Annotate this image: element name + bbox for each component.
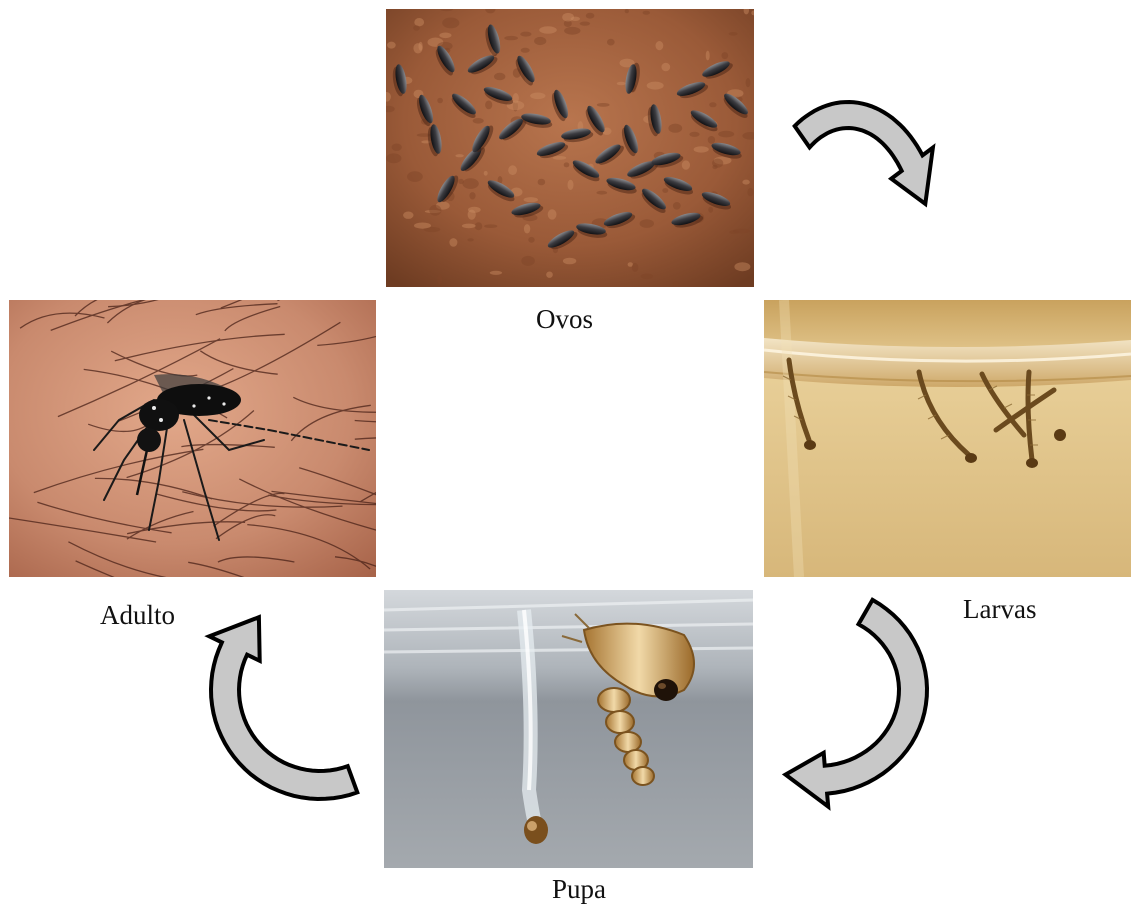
arrow-ovos-to-larvas bbox=[795, 102, 933, 204]
larvae-photo bbox=[764, 300, 1131, 577]
stage-label-pupa: Pupa bbox=[552, 874, 606, 905]
pupa-photo bbox=[384, 590, 753, 868]
arrow-larvas-to-pupa bbox=[786, 600, 928, 807]
eggs-illustration bbox=[386, 9, 754, 287]
adult-illustration bbox=[9, 300, 376, 577]
eggs-photo bbox=[386, 9, 754, 287]
arrow-pupa-to-adulto bbox=[209, 617, 357, 799]
stage-label-adulto: Adulto bbox=[100, 600, 175, 631]
pupa-illustration bbox=[384, 590, 753, 868]
larvae-illustration bbox=[764, 300, 1131, 577]
adult-mosquito-photo bbox=[9, 300, 376, 577]
stage-label-larvas: Larvas bbox=[963, 594, 1036, 625]
stage-label-ovos: Ovos bbox=[536, 304, 593, 335]
